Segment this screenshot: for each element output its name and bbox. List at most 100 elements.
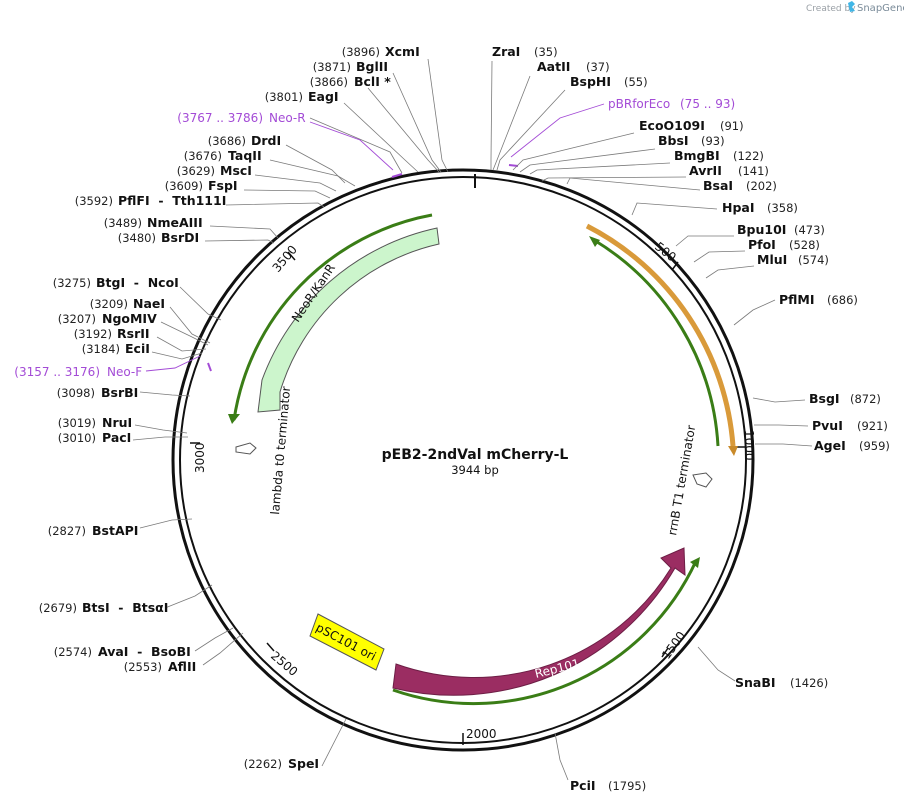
- svg-text:(3609): (3609): [165, 179, 203, 193]
- svg-text:AgeI: AgeI: [814, 438, 846, 453]
- svg-text:BsrDI: BsrDI: [161, 230, 199, 245]
- site-bglii: (3871) BglII: [313, 59, 388, 74]
- primer-pbrforeco: pBRforEco (75 .. 93): [608, 97, 735, 111]
- site-bsrbi: (3098) BsrBI: [57, 385, 139, 400]
- site-snabi: SnaBI (1426): [735, 675, 828, 690]
- primer-marker-pbrforeco: [508, 164, 519, 167]
- svg-text:PciI: PciI: [570, 778, 596, 793]
- site-rsrii: (3192) RsrII: [74, 326, 150, 341]
- svg-text:(3871): (3871): [313, 60, 351, 74]
- site-spei: (2262) SpeI: [244, 756, 319, 771]
- site-pflmi: PflMI (686): [779, 292, 858, 307]
- site-bsrdi: (3480) BsrDI: [118, 230, 199, 245]
- site-hpai: HpaI (358): [722, 200, 798, 215]
- svg-text:PflFI - Tth111I: PflFI - Tth111I: [118, 193, 226, 208]
- plasmid-length: 3944 bp: [451, 463, 499, 477]
- site-zrai: ZraI (35): [492, 44, 558, 59]
- svg-text:(358): (358): [767, 201, 798, 215]
- tick-label-3500: 3500: [270, 243, 300, 275]
- created-by-text: Created by: [806, 4, 856, 14]
- svg-text:(3019): (3019): [58, 416, 96, 430]
- svg-text:MluI: MluI: [757, 252, 787, 267]
- svg-text:EciI: EciI: [125, 341, 150, 356]
- svg-text:PvuI: PvuI: [812, 418, 843, 433]
- svg-text:(959): (959): [859, 439, 890, 453]
- svg-text:(91): (91): [720, 119, 744, 133]
- svg-text:BbsI: BbsI: [658, 133, 689, 148]
- svg-text:(528): (528): [789, 238, 820, 252]
- svg-text:(141): (141): [738, 164, 769, 178]
- svg-text:(473): (473): [794, 223, 825, 237]
- site-bmgbi: BmgBI (122): [674, 148, 764, 163]
- orange-feature-arrow: [585, 223, 736, 447]
- svg-text:pBRforEco: pBRforEco: [608, 97, 670, 111]
- svg-text:(3801): (3801): [265, 90, 303, 104]
- svg-text:(686): (686): [827, 293, 858, 307]
- site-aatii: AatII (37): [537, 59, 610, 74]
- svg-text:BclI *: BclI *: [354, 74, 391, 89]
- rep101-feature: [392, 547, 686, 696]
- svg-text:XcmI: XcmI: [385, 44, 420, 59]
- svg-text:EagI: EagI: [308, 89, 339, 104]
- svg-text:(122): (122): [733, 149, 764, 163]
- site-bpu10i: Bpu10I (473): [737, 222, 825, 237]
- svg-text:(35): (35): [534, 45, 558, 59]
- site-aflii: (2553) AflII: [124, 659, 197, 674]
- svg-text:PacI: PacI: [102, 430, 131, 445]
- site-nrui: (3019) NruI: [58, 415, 132, 430]
- site-bsai: BsaI (202): [703, 178, 777, 193]
- green-arrow-right: [593, 238, 720, 447]
- svg-text:(3592): (3592): [75, 194, 113, 208]
- svg-text:FspI: FspI: [208, 178, 238, 193]
- svg-text:(3896): (3896): [342, 45, 380, 59]
- tick-label-2000: 2000: [466, 727, 497, 741]
- site-eagi: (3801) EagI: [265, 89, 339, 104]
- svg-text:(574): (574): [798, 253, 829, 267]
- svg-text:AvrII: AvrII: [689, 163, 722, 178]
- svg-text:NruI: NruI: [102, 415, 132, 430]
- site-avai-bsobi: (2574) AvaI - BsoBI: [54, 644, 191, 659]
- site-fspi: (3609) FspI: [165, 178, 238, 193]
- svg-text:MscI: MscI: [220, 163, 252, 178]
- svg-text:(3767 .. 3786): (3767 .. 3786): [177, 111, 263, 125]
- svg-text:SnaBI: SnaBI: [735, 675, 776, 690]
- site-bsgi: BsgI (872): [809, 391, 881, 406]
- snapgene-brand-text: SnapGene: [857, 3, 904, 14]
- svg-text:NaeI: NaeI: [133, 296, 165, 311]
- psc101-ori-feature: [309, 613, 385, 671]
- svg-text:(872): (872): [850, 392, 881, 406]
- site-avrii: AvrII (141): [689, 163, 769, 178]
- rep101-label: Rep101: [533, 656, 581, 681]
- svg-text:(3489): (3489): [104, 216, 142, 230]
- site-drdi: (3686) DrdI: [208, 133, 281, 148]
- svg-text:BspHI: BspHI: [570, 74, 611, 89]
- tick-label-1000: 1000: [742, 430, 756, 461]
- svg-text:(93): (93): [701, 134, 725, 148]
- svg-text:(3866): (3866): [310, 75, 348, 89]
- svg-text:(3010): (3010): [58, 431, 96, 445]
- svg-text:(2553): (2553): [124, 660, 162, 674]
- svg-text:(2827): (2827): [48, 524, 86, 538]
- tick-label-2500: 2500: [268, 649, 300, 679]
- site-xcmi: (3896) XcmI: [342, 44, 420, 59]
- green-arrow-left: [232, 213, 433, 421]
- svg-text:AflII: AflII: [168, 659, 196, 674]
- site-paci: (3010) PacI: [58, 430, 132, 445]
- svg-text:RsrII: RsrII: [117, 326, 150, 341]
- primer-marker-neo-f: [207, 362, 212, 372]
- lambda-terminator-icon: [235, 442, 257, 455]
- svg-text:(3480): (3480): [118, 231, 156, 245]
- svg-text:BtgI - NcoI: BtgI - NcoI: [96, 275, 179, 290]
- site-pfoi: PfoI (528): [748, 237, 820, 252]
- svg-text:SpeI: SpeI: [288, 756, 319, 771]
- svg-text:NgoMIV: NgoMIV: [102, 311, 157, 326]
- svg-text:(3686): (3686): [208, 134, 246, 148]
- svg-text:(3275): (3275): [53, 276, 91, 290]
- svg-text:(3676): (3676): [184, 149, 222, 163]
- tick-label-1500: 1500: [659, 629, 688, 662]
- primer-neo-f: (3157 .. 3176) Neo-F: [14, 365, 142, 379]
- site-pflfi-tth111i: (3592) PflFI - Tth111I: [75, 193, 227, 208]
- rrnb-terminator-label: rrnB T1 terminator: [665, 424, 698, 536]
- svg-text:(75 .. 93): (75 .. 93): [680, 97, 735, 111]
